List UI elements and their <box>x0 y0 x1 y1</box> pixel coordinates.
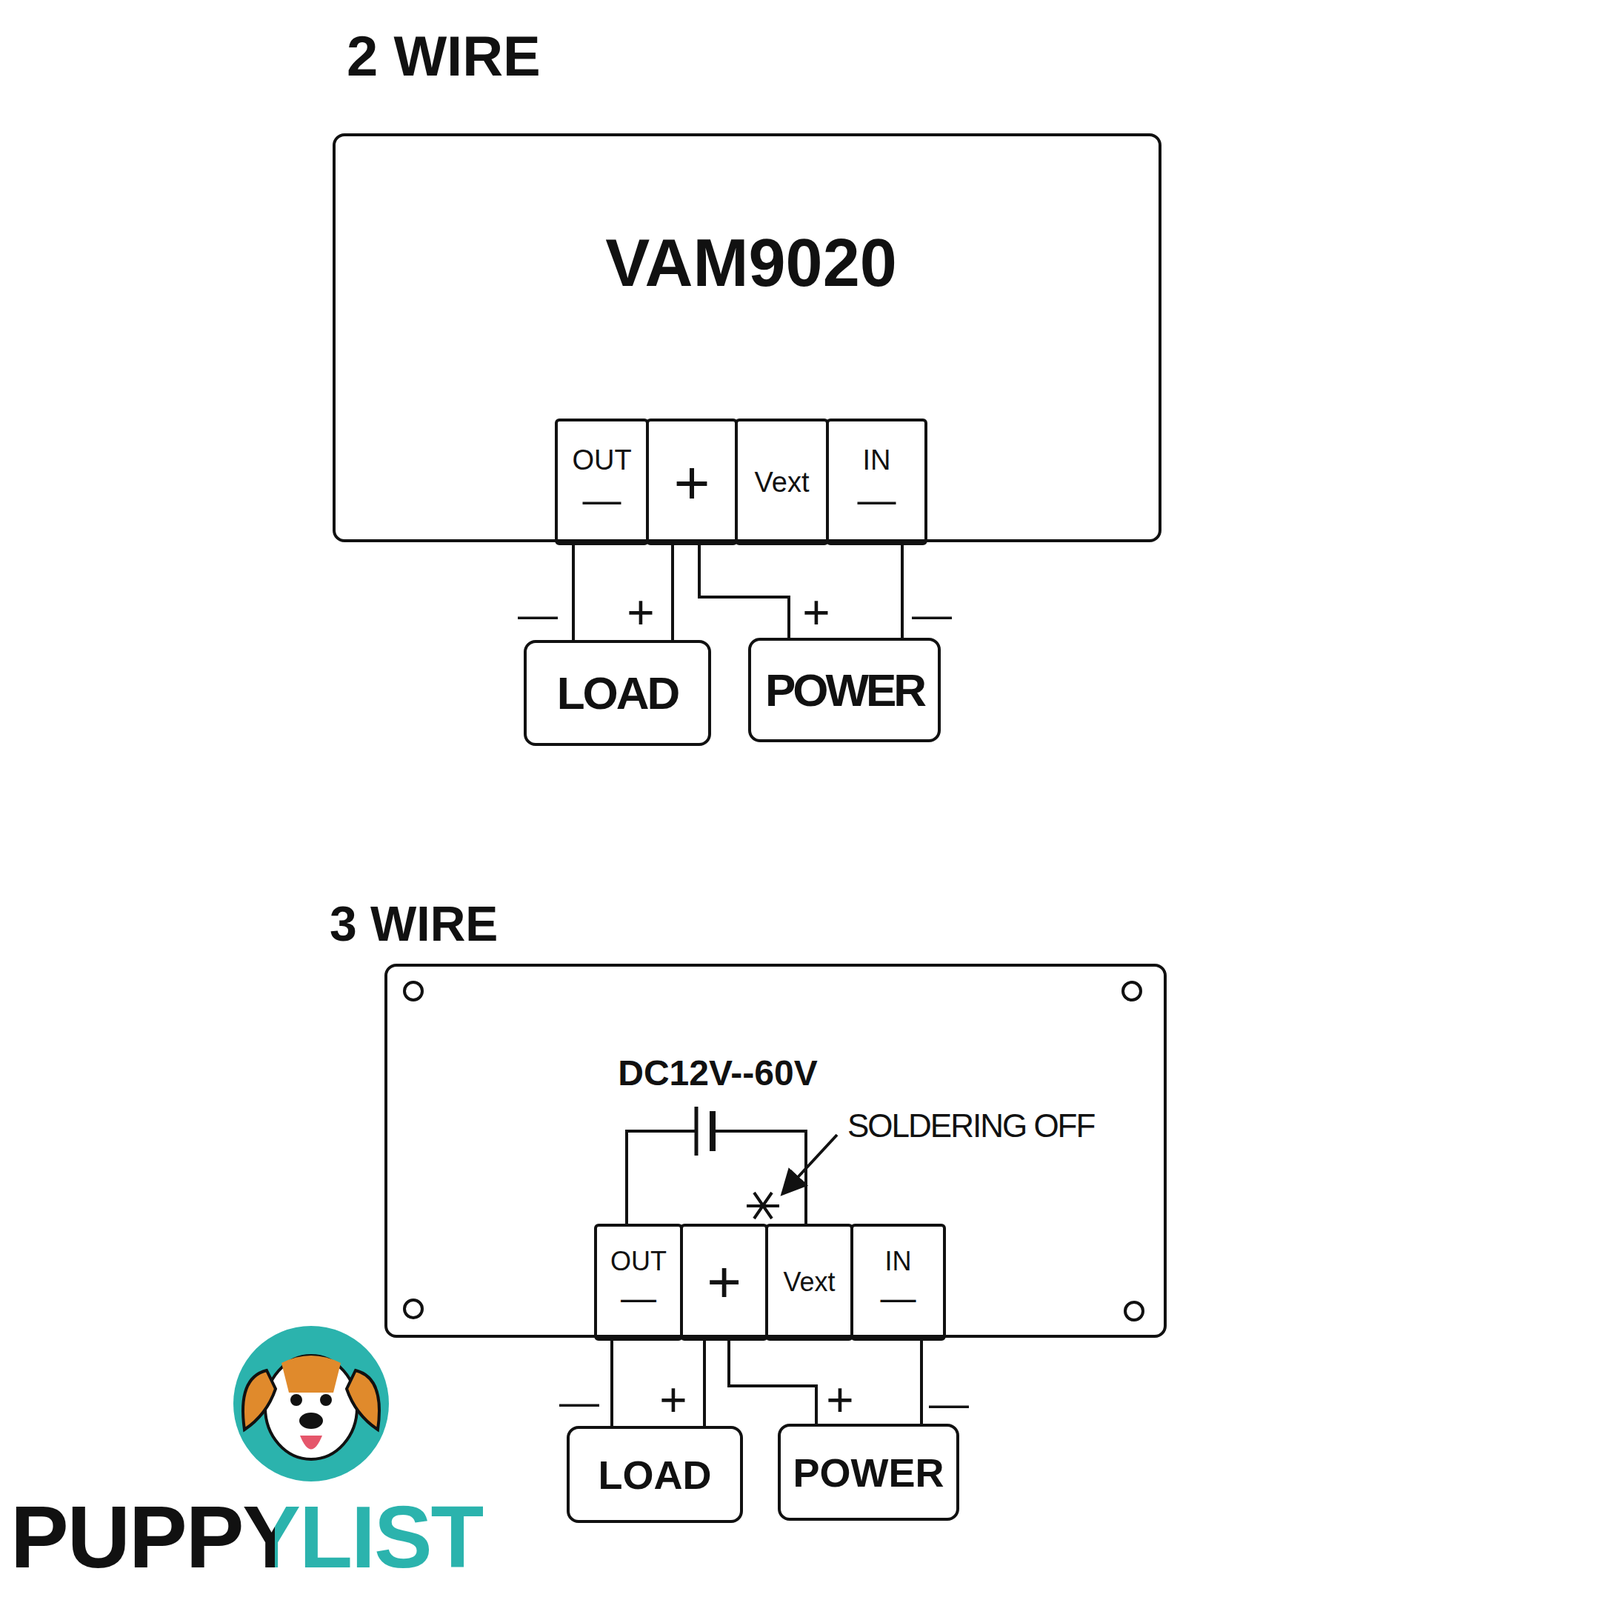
wire <box>671 545 675 640</box>
watermark-logo <box>233 1325 389 1482</box>
mounting-hole <box>1125 1302 1143 1320</box>
terminal-cell: Vext <box>734 418 829 546</box>
dog-patch <box>281 1355 341 1393</box>
box-label: LOAD <box>598 1454 712 1495</box>
wire <box>610 1340 614 1426</box>
logo-disc <box>233 1325 389 1482</box>
watermark: PUPPYLIST <box>10 1493 483 1581</box>
dog-ear <box>242 1370 276 1430</box>
polarity-sign: — <box>928 1382 969 1423</box>
polarity-sign: + <box>802 588 830 637</box>
cross-mark <box>754 1192 772 1219</box>
battery-plate <box>694 1106 699 1156</box>
terminal-cell: Vext <box>765 1223 854 1341</box>
polarity-sign: — <box>517 594 558 635</box>
terminal-label: IN <box>862 445 892 475</box>
polarity-sign: + <box>659 1376 687 1424</box>
dog-eye <box>320 1394 332 1406</box>
box-label: POWER <box>792 1452 944 1493</box>
box-label: DC12V--60V <box>617 1055 818 1092</box>
leader-arrow <box>782 1134 838 1195</box>
solder-mark <box>746 1134 838 1219</box>
device-box: LOAD <box>566 1425 743 1523</box>
polarity-sign: + <box>825 1376 854 1424</box>
device-box: POWER <box>777 1423 960 1521</box>
terminal-cell: OUT — <box>594 1223 683 1341</box>
module-board: DC12V--60V SOLDERING OFF OUT — + Vext IN — <box>384 963 1167 1338</box>
terminal-label: Vext <box>754 468 810 497</box>
mounting-holes <box>404 982 1143 1320</box>
section-heading: 2 WIRE <box>346 28 541 85</box>
terminal-label: Vext <box>782 1268 835 1296</box>
wire <box>571 545 575 640</box>
wire <box>920 1340 923 1424</box>
polarity-sign: — <box>911 594 952 635</box>
device-box: LOAD <box>523 640 712 746</box>
terminal-label: — <box>857 480 897 519</box>
cross-mark <box>754 1192 772 1219</box>
box-label: LOAD <box>557 670 679 717</box>
terminal-label: + <box>673 451 710 514</box>
terminal-cell: + <box>680 1223 769 1341</box>
dog-tongue <box>300 1435 323 1450</box>
polarity-sign: + <box>626 588 655 637</box>
battery-gap <box>697 1122 712 1140</box>
wire <box>626 1131 806 1224</box>
terminal-label: — <box>582 480 622 519</box>
polarity-sign: — <box>559 1381 600 1422</box>
dog-nose <box>299 1412 323 1429</box>
wire <box>699 545 789 638</box>
terminal-label: OUT <box>571 445 632 475</box>
box-label: SOLDERING OFF <box>847 1109 1095 1143</box>
box-label: VAM9020 <box>605 229 898 297</box>
wire <box>900 545 904 638</box>
terminal-label: IN <box>885 1248 912 1275</box>
terminal-label: — <box>880 1280 917 1317</box>
terminal-label: OUT <box>610 1248 667 1275</box>
mounting-hole <box>1122 982 1141 1000</box>
mounting-hole <box>404 982 423 1000</box>
dog-eye <box>290 1394 303 1406</box>
terminal-cell: IN — <box>825 418 928 546</box>
terminal-cell: + <box>645 418 738 546</box>
terminal-label: + <box>706 1252 742 1312</box>
terminal-label: — <box>620 1280 657 1317</box>
terminal-cell: OUT — <box>554 418 649 546</box>
battery-symbol <box>696 1106 713 1156</box>
device-box: POWER <box>748 637 941 743</box>
section-heading: 3 WIRE <box>329 899 498 949</box>
module-board: VAM9020OUT — + Vext IN — <box>332 133 1162 543</box>
wire <box>702 1340 706 1426</box>
box-label: POWER <box>765 667 924 714</box>
battery-plate <box>709 1111 716 1152</box>
terminal-cell: IN — <box>850 1223 946 1341</box>
dog-face <box>265 1355 358 1460</box>
dog-ear <box>346 1370 380 1430</box>
mounting-hole <box>404 1300 423 1318</box>
wire <box>728 1340 817 1424</box>
